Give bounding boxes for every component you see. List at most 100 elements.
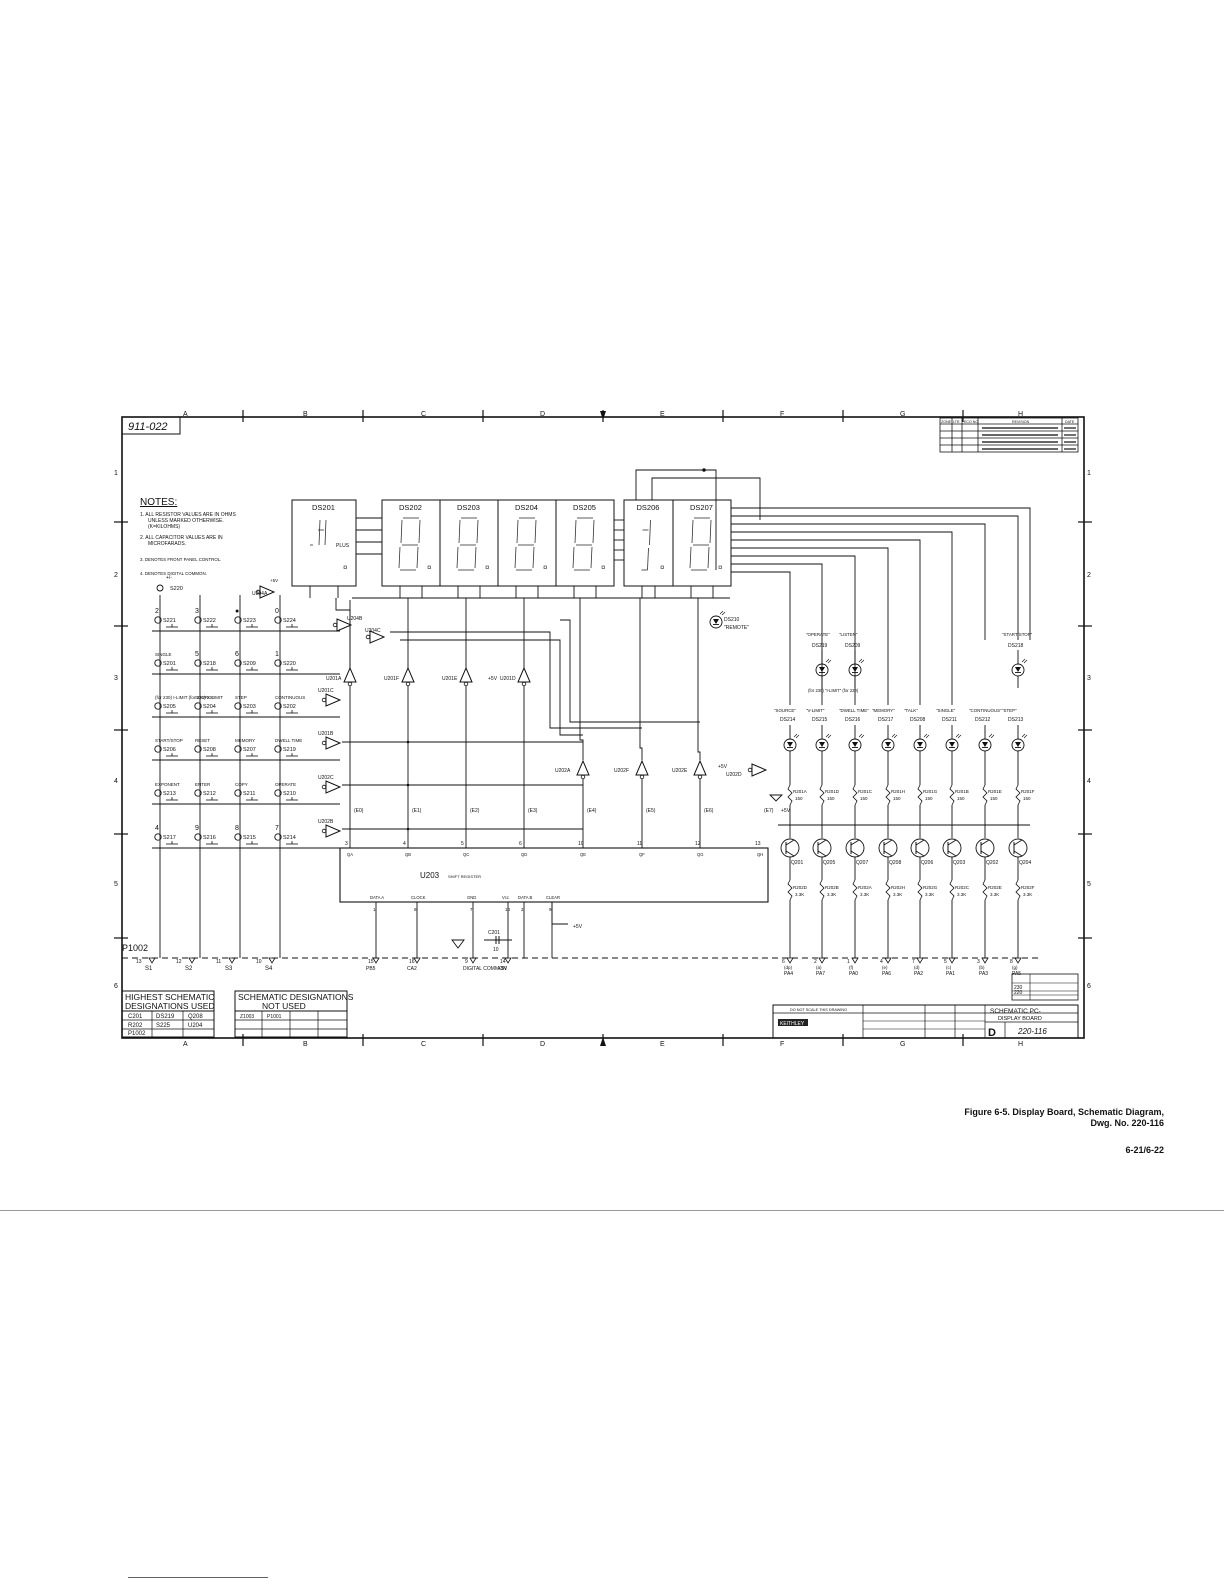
model-row-220: 220 xyxy=(1014,990,1023,996)
transistor-label: Q202 xyxy=(986,860,998,866)
connector-signal: PA7 xyxy=(816,971,825,977)
buffer-symbol xyxy=(325,780,342,794)
gate-input-wire xyxy=(639,598,643,760)
connector-signal: PA1 xyxy=(946,971,955,977)
ds210-label: DS210 xyxy=(724,617,740,623)
gate-u201c xyxy=(321,693,342,707)
zone-col-a-bottom: A xyxy=(183,1041,188,1048)
switch-label: S205 xyxy=(163,704,176,710)
zone-col-d-bottom: D xyxy=(540,1041,545,1048)
resistor-symbol xyxy=(917,879,923,901)
resistor-value: 150 xyxy=(925,796,933,801)
connector-pin: 13 xyxy=(136,959,142,965)
connector-signal: S1 xyxy=(145,966,153,972)
indicator-led-icon xyxy=(913,733,930,752)
buffer-symbol xyxy=(693,759,707,776)
revision-scribbles xyxy=(982,427,1076,450)
shift-pin-number: 5 xyxy=(461,841,464,847)
connector-segment: (b) xyxy=(979,965,985,970)
zone-row-5-left: 5 xyxy=(114,881,118,888)
led-ds210-icon xyxy=(709,610,726,629)
shift-input-label: (E1) xyxy=(412,808,422,814)
led-diode-icon xyxy=(917,742,923,747)
highest-title-2: DESIGNATIONS USED xyxy=(125,1001,215,1011)
plus-label: PLUS xyxy=(336,543,350,549)
decimal-point xyxy=(543,565,547,569)
display-segment xyxy=(689,546,692,569)
resistor-ref: R201B xyxy=(955,789,969,794)
connector-pin: 1 xyxy=(847,959,850,965)
front-panel-marker-icon xyxy=(274,659,282,667)
display-outline xyxy=(497,499,557,587)
display-segment xyxy=(709,519,712,544)
highest-r2c2: S225 xyxy=(156,1023,171,1029)
decimal-point xyxy=(343,565,347,569)
connector-pin: 5 xyxy=(944,959,947,965)
drawing-frame xyxy=(121,416,1085,1039)
connector-arrow-icon xyxy=(504,957,512,964)
connector-segment: (f) xyxy=(849,965,854,970)
buffer-symbol xyxy=(325,693,342,707)
display-segment xyxy=(324,519,327,546)
resistor-symbol xyxy=(819,784,825,806)
resistor-symbol xyxy=(819,879,825,901)
inverter-bubble xyxy=(321,784,327,790)
u201-label: U201A xyxy=(326,676,342,682)
indicator-ref: DS216 xyxy=(845,717,861,723)
shift-bottom-label: DATA A xyxy=(370,895,384,900)
rev-col-ltr: LTR xyxy=(953,420,960,424)
display-label: DS204 xyxy=(515,503,538,512)
segment-bus-line xyxy=(731,555,856,705)
switch-label: S210 xyxy=(283,791,296,797)
connector-arrow-icon xyxy=(948,957,956,964)
transistor-collector xyxy=(817,839,827,846)
shift-input-label: (E3) xyxy=(528,808,538,814)
gate-u201a xyxy=(343,666,357,687)
buffer-symbol xyxy=(751,763,768,777)
inverter-bubble xyxy=(332,622,338,628)
zone-col-c-top: C xyxy=(421,411,426,418)
display-ds204: DS204 xyxy=(497,499,557,598)
display-segment xyxy=(707,546,710,569)
shift-pin-number: 10 xyxy=(578,841,584,847)
connector-segment: (d) xyxy=(914,965,920,970)
keypad-label: 4 xyxy=(155,825,159,832)
zone-col-h-bottom: H xyxy=(1018,1041,1023,1048)
resistor-symbol xyxy=(949,784,955,806)
inverter-bubble xyxy=(463,681,469,687)
shift-bottom-pin: 9 xyxy=(549,907,552,912)
led-ray xyxy=(793,733,798,738)
front-panel-marker-icon xyxy=(234,702,242,710)
highest-r2c3: U204 xyxy=(188,1023,203,1029)
transistor-icon xyxy=(910,838,930,858)
front-panel-marker-icon xyxy=(234,659,242,667)
caption-line-1: Figure 6-5. Display Board, Schematic Dia… xyxy=(964,1107,1164,1117)
shift-input-label: (E4) xyxy=(587,808,597,814)
connector-arrow-icon xyxy=(786,957,794,964)
transistor-emitter xyxy=(817,850,827,857)
shift-output-label: QG xyxy=(697,852,704,857)
indicator-label: "OPERATE" xyxy=(806,632,830,637)
switch-label: S209 xyxy=(243,661,256,667)
led-diode-icon xyxy=(819,742,825,747)
rev-col-revision: REVISION xyxy=(1012,420,1030,424)
transistor-icon xyxy=(845,838,865,858)
switch-label: S216 xyxy=(203,835,216,841)
inverter-bubble xyxy=(321,697,327,703)
display-ds203: DS203 xyxy=(439,499,499,598)
highest-title-1: HIGHEST SCHEMATIC xyxy=(125,992,214,1002)
display-segment xyxy=(456,546,459,569)
zone-col-g-bottom: G xyxy=(900,1041,905,1048)
display-segment xyxy=(400,519,403,544)
connector-pin: 8 xyxy=(1010,959,1013,965)
keypad-label: 3 xyxy=(195,608,199,615)
led-ray xyxy=(957,734,962,739)
keypad-label: CONTINUOUS xyxy=(275,695,305,700)
indicator-label: "SOURCE" xyxy=(774,708,796,713)
led-diode-icon xyxy=(982,742,988,747)
display-outline xyxy=(291,499,357,587)
connector-arrow-icon xyxy=(228,957,236,964)
